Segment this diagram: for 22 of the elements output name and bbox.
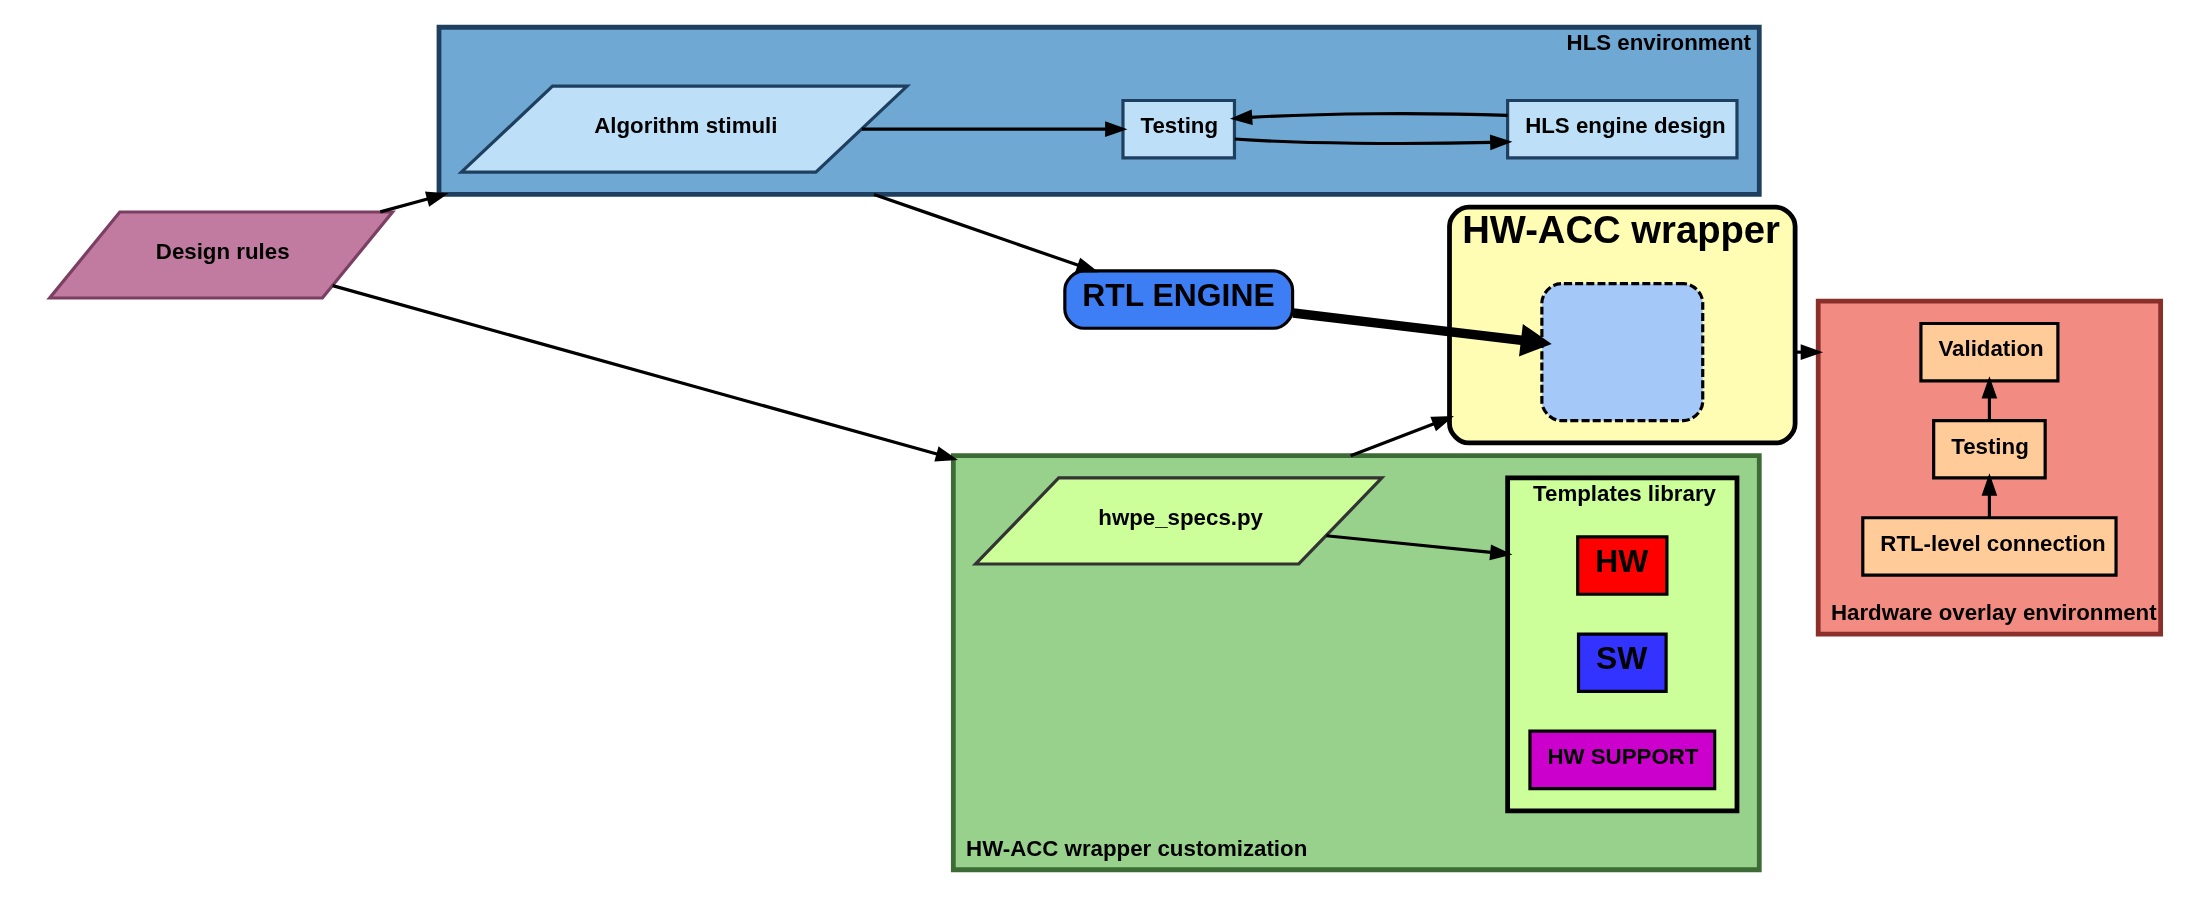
arrow — [861, 121, 1127, 137]
cluster: HW-ACC wrapper — [1446, 204, 1797, 446]
node-box: Testing — [1120, 98, 1236, 160]
node-box: RTL ENGINE — [1062, 269, 1294, 330]
arrow — [1234, 134, 1512, 151]
arrow — [379, 191, 449, 214]
node-box — [1539, 282, 1704, 423]
arrow — [1292, 308, 1552, 357]
node-box: Testing — [1931, 419, 2047, 480]
arrow — [1349, 416, 1454, 458]
arrow — [1981, 376, 1997, 421]
node-box: SW — [1576, 632, 1668, 693]
arrow — [1229, 109, 1508, 126]
node-box: Validation — [1918, 321, 2059, 383]
node-box: HW SUPPORT — [1527, 729, 1716, 791]
arrow — [873, 192, 1099, 273]
node-box: HLS engine design — [1505, 98, 1739, 160]
arrow — [331, 284, 958, 462]
node-box: HW — [1575, 535, 1668, 596]
arrow — [1981, 473, 1997, 518]
node-box: RTL-level connection — [1860, 516, 2118, 577]
arrow — [1325, 534, 1512, 561]
